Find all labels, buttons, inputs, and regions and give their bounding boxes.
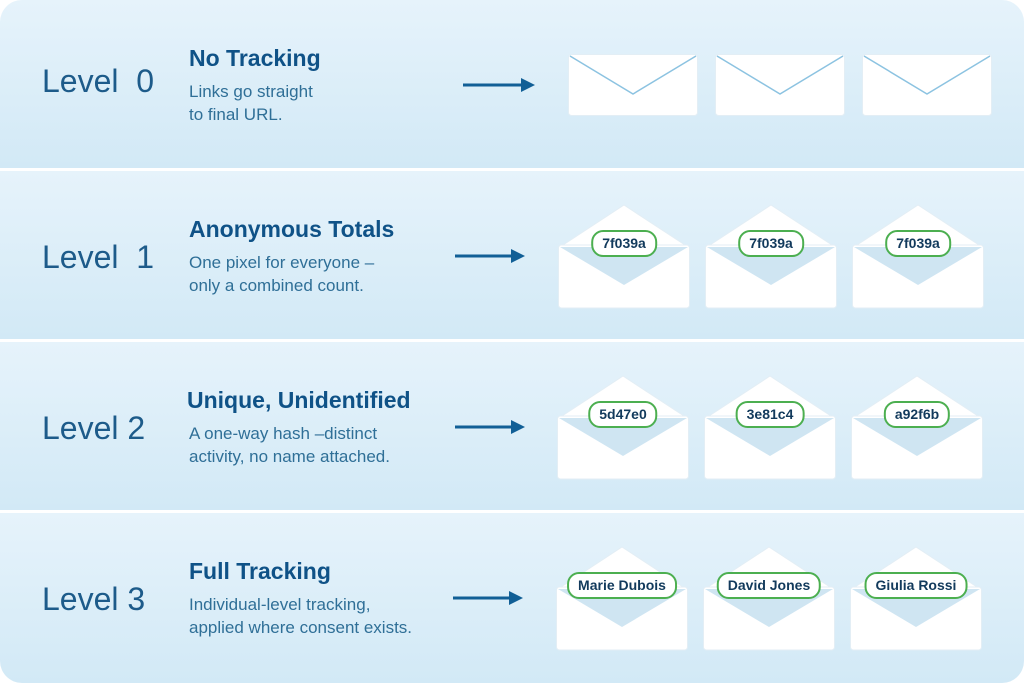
tracking-id-badge: 7f039a xyxy=(738,230,804,257)
open-envelope-icon: 7f039a xyxy=(852,204,984,309)
hash-id-badge: a92f6b xyxy=(883,401,951,428)
level-label: Level 1 xyxy=(42,239,155,275)
level-title: Full Tracking xyxy=(189,558,331,584)
open-envelope-icon: a92f6b xyxy=(851,375,983,480)
level-row-2: Level 2 Unique, Unidentified A one-way h… xyxy=(0,342,1024,510)
level-description: A one-way hash –distinct activity, no na… xyxy=(189,422,390,468)
open-envelope-icon: 7f039a xyxy=(705,204,837,309)
closed-envelope-icon xyxy=(715,54,845,116)
recipient-name-badge: Marie Dubois xyxy=(567,572,677,599)
level-description: One pixel for everyone – only a combined… xyxy=(189,251,374,297)
open-envelope-icon: 7f039a xyxy=(558,204,690,309)
arrow-icon xyxy=(455,249,525,263)
level-label: Level 2 xyxy=(42,410,146,446)
level-label: Level 3 xyxy=(42,581,146,617)
open-envelope-icon: Marie Dubois xyxy=(556,546,688,651)
recipient-name-badge: David Jones xyxy=(716,572,822,599)
description-line: to final URL. xyxy=(189,105,283,124)
description-line: Links go straight xyxy=(189,82,313,101)
description-line: only a combined count. xyxy=(189,276,364,295)
open-envelope-icon: Giulia Rossi xyxy=(850,546,982,651)
level-row-1: Level 1 Anonymous Totals One pixel for e… xyxy=(0,171,1024,339)
level-title: No Tracking xyxy=(189,45,321,71)
level-row-0: Level 0 No Tracking Links go straight to… xyxy=(0,0,1024,168)
closed-envelope-icon xyxy=(568,54,698,116)
tracking-id-badge: 7f039a xyxy=(885,230,951,257)
description-line: Individual-level tracking, xyxy=(189,595,371,614)
level-description: Links go straight to final URL. xyxy=(189,80,313,126)
recipient-name-badge: Giulia Rossi xyxy=(864,572,968,599)
level-row-3: Level 3 Full Tracking Individual-level t… xyxy=(0,513,1024,683)
hash-id-badge: 3e81c4 xyxy=(735,401,805,428)
level-title: Unique, Unidentified xyxy=(187,387,411,413)
tracking-id-badge: 7f039a xyxy=(591,230,657,257)
closed-envelope-icon xyxy=(862,54,992,116)
hash-id-badge: 5d47e0 xyxy=(588,401,658,428)
arrow-icon xyxy=(455,420,525,434)
description-line: One pixel for everyone – xyxy=(189,253,375,272)
level-title: Anonymous Totals xyxy=(189,216,395,242)
arrow-icon xyxy=(463,78,535,92)
open-envelope-icon: 5d47e0 xyxy=(557,375,689,480)
level-label: Level 0 xyxy=(42,63,155,99)
description-line: activity, no name attached. xyxy=(189,447,390,466)
arrow-icon xyxy=(453,591,523,605)
description-line: A one-way hash –distinct xyxy=(189,424,378,443)
description-line: applied where consent exists. xyxy=(189,618,413,637)
open-envelope-icon: 3e81c4 xyxy=(704,375,836,480)
open-envelope-icon: David Jones xyxy=(703,546,835,651)
level-description: Individual-level tracking, applied where… xyxy=(189,593,412,639)
